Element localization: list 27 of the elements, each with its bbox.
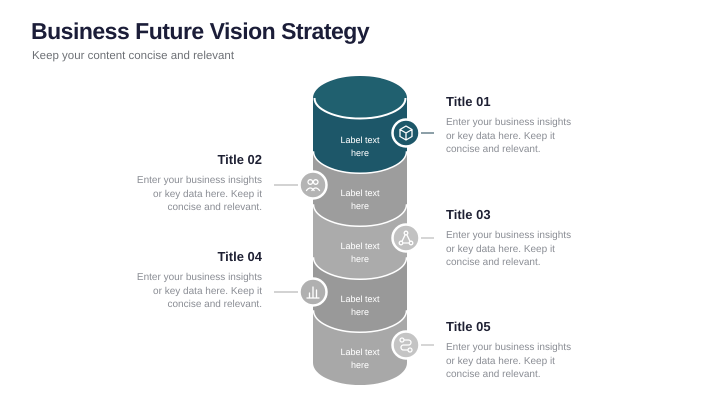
connector-line (421, 344, 434, 346)
segment-label: Label text here (339, 186, 381, 212)
route-icon (391, 330, 421, 360)
cube-icon (391, 118, 421, 148)
segment-label: Label text here (339, 134, 381, 160)
connector-line (274, 184, 298, 186)
bar-chart-icon (298, 277, 328, 307)
segment-label: Label text here (339, 240, 381, 266)
item-title: Title 01 (446, 94, 491, 110)
title: Business Future Vision Strategy (31, 17, 370, 45)
users-icon (298, 170, 328, 200)
segment-label: Label text here (339, 292, 381, 318)
segment-label: Label text here (339, 346, 381, 372)
item-title: Title 02 (217, 152, 262, 168)
connector-line (421, 237, 434, 239)
item-description: Enter your business insights or key data here. Keep it concise and relevant. (136, 174, 262, 214)
item-description: Enter your business insights or key data here. Keep it concise and relevant. (446, 341, 572, 382)
item-title: Title 05 (446, 319, 491, 335)
item-description: Enter your business insights or key data here. Keep it concise and relevant. (446, 229, 572, 270)
item-title: Title 04 (217, 249, 262, 265)
network-icon (391, 223, 421, 253)
item-title: Title 03 (446, 207, 491, 223)
subtitle: Keep your content concise and relevant (32, 49, 234, 64)
item-description: Enter your business insights or key data here. Keep it concise and relevant. (136, 271, 262, 312)
connector-line (421, 132, 434, 134)
connector-line (274, 291, 298, 293)
item-description: Enter your business insights or key data here. Keep it concise and relevant. (446, 116, 572, 156)
